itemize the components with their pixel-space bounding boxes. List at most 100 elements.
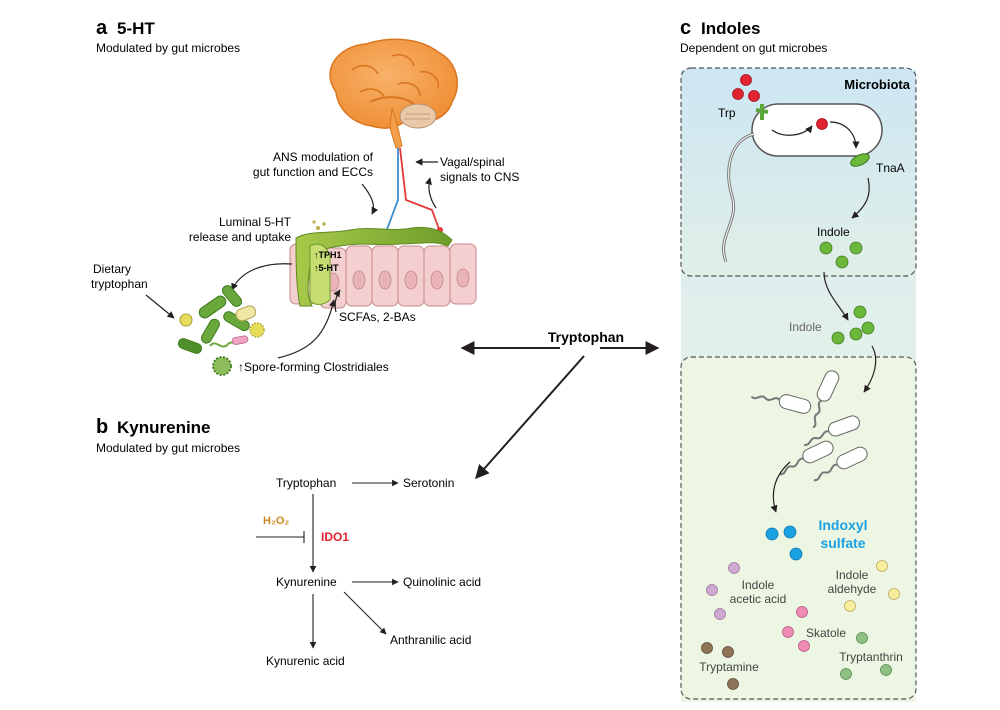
- trp-molecules: [732, 74, 828, 130]
- tryptamine-label: Tryptamine: [699, 660, 759, 674]
- center-hub: Tryptophan: [460, 329, 660, 480]
- panel-c-subtitle: Dependent on gut microbes: [680, 41, 827, 55]
- iaa-label-2: acetic acid: [730, 592, 787, 606]
- inhibition-mark: [256, 531, 305, 543]
- cell-nucleus: [430, 270, 444, 290]
- spore-label: ↑Spore-forming Clostridiales: [238, 360, 389, 374]
- indole-dot: [849, 241, 863, 255]
- ia-label-2: aldehyde: [828, 582, 877, 596]
- tnaa-label: TnaA: [876, 161, 905, 175]
- scfa-label: SCFAs, 2-BAs: [339, 310, 416, 324]
- tnaa-enzyme-icon: [850, 153, 870, 167]
- iaa-label-1: Indole: [742, 578, 775, 592]
- trp-label: Trp: [718, 106, 736, 120]
- bacterium-icon: [722, 103, 883, 263]
- indole-label-mid: Indole: [789, 320, 822, 334]
- coccus-microbe: [179, 313, 193, 327]
- indole-dot: [853, 305, 867, 319]
- vagal-label-2: signals to CNS: [440, 170, 519, 184]
- tryptophan-hub-label: Tryptophan: [548, 329, 624, 345]
- ans-label-1: ANS modulation of: [273, 150, 374, 164]
- indole-acetic-acid-dot: [706, 584, 718, 596]
- indoxyl-label-1: Indoxyl: [818, 517, 867, 533]
- tryptamine-dot: [727, 678, 739, 690]
- skatole-dot: [798, 640, 810, 652]
- indole-aldehyde-dot: [888, 588, 900, 600]
- luminal-label-2: release and uptake: [189, 230, 291, 244]
- node-anthranilic-acid: Anthranilic acid: [390, 633, 471, 647]
- microbes-cluster: [177, 285, 265, 354]
- indole-acetic-acid-dot: [714, 608, 726, 620]
- panel-a-subtitle: Modulated by gut microbes: [96, 41, 240, 55]
- skatole-label: Skatole: [806, 626, 846, 640]
- node-quinolinic-acid: Quinolinic acid: [403, 575, 481, 589]
- luminal-label-1: Luminal 5-HT: [219, 215, 292, 229]
- node-serotonin: Serotonin: [403, 476, 454, 490]
- ans-label-2: gut function and ECCs: [253, 165, 373, 179]
- tryptamine-dot: [722, 646, 734, 658]
- skatole-dot: [796, 606, 808, 618]
- node-kynurenine: Kynurenine: [276, 575, 337, 589]
- cell-nucleus: [456, 268, 470, 288]
- tryptanthrin-dot: [856, 632, 868, 644]
- indole-dot: [819, 241, 833, 255]
- trp-dot: [816, 118, 828, 130]
- metabolite-molecules: [701, 560, 900, 690]
- indole-dot: [849, 327, 863, 341]
- trp-dot: [748, 90, 760, 102]
- panel-b-title: Kynurenine: [117, 418, 211, 437]
- brain-icon: [329, 38, 459, 149]
- cell-nucleus: [378, 270, 392, 290]
- indoxyl-dot: [783, 525, 797, 539]
- panel-c: c Indoles Dependent on gut microbes Micr…: [680, 17, 917, 702]
- cell-nucleus: [352, 270, 366, 290]
- trp-dot: [740, 74, 752, 86]
- mucus-layer: [295, 226, 453, 307]
- node-tryptophan: Tryptophan: [276, 476, 336, 490]
- indole-label-inside: Indole: [817, 225, 850, 239]
- microbiota-label: Microbiota: [844, 77, 910, 92]
- indole-dot: [861, 321, 875, 335]
- indole-molecules-inside: [819, 241, 863, 269]
- efferent-nerve: [385, 148, 399, 233]
- indoxyl-dot: [765, 527, 779, 541]
- metabolites-box: [680, 356, 917, 700]
- tryptanthrin-label: Tryptanthrin: [839, 650, 903, 664]
- afferent-nerve: [399, 147, 441, 233]
- vagal-label-1: Vagal/spinal: [440, 155, 505, 169]
- indole-acetic-acid-dot: [728, 562, 740, 574]
- gut-epithelium: ↑TPH1 ↑5-HT: [289, 220, 477, 309]
- host-cells: [750, 370, 868, 482]
- indole-dot: [835, 255, 849, 269]
- tryptanthrin-dot: [880, 664, 892, 676]
- tryptanthrin-dot: [840, 668, 852, 680]
- host-bacterium: [750, 394, 812, 414]
- panel-c-letter: c: [680, 17, 691, 39]
- host-bacterium: [803, 415, 860, 446]
- indole-dot: [831, 331, 845, 345]
- trp-dot: [732, 88, 744, 100]
- dietary-label-1: Dietary: [93, 262, 131, 276]
- host-bacterium: [779, 440, 834, 476]
- dietary-label-2: tryptophan: [91, 277, 148, 291]
- skatole-dot: [782, 626, 794, 638]
- host-bacterium: [813, 446, 868, 482]
- spore-icon: [212, 356, 232, 376]
- h2o2-label: H₂O₂: [263, 515, 289, 527]
- indoxyl-label-2: sulfate: [820, 535, 865, 551]
- tryptamine-dot: [701, 642, 713, 654]
- node-kynurenic-acid: Kynurenic acid: [266, 654, 345, 668]
- tph1-label: ↑TPH1: [314, 250, 342, 260]
- arrow-to-kynurenine: [475, 355, 585, 480]
- panel-a-title: 5-HT: [117, 19, 155, 38]
- panel-b-letter: b: [96, 416, 108, 438]
- indoxyl-sulfate-molecules: [765, 525, 803, 561]
- transporter-icon: [755, 104, 769, 120]
- cell-nucleus: [404, 270, 418, 290]
- 5ht-label: ↑5-HT: [314, 263, 339, 273]
- panel-b-subtitle: Modulated by gut microbes: [96, 441, 240, 455]
- panel-b: b Kynurenine Modulated by gut microbes T…: [96, 416, 481, 668]
- ia-label-1: Indole: [836, 568, 869, 582]
- panel-a: a 5-HT Modulated by gut microbes ANS mod…: [91, 17, 519, 376]
